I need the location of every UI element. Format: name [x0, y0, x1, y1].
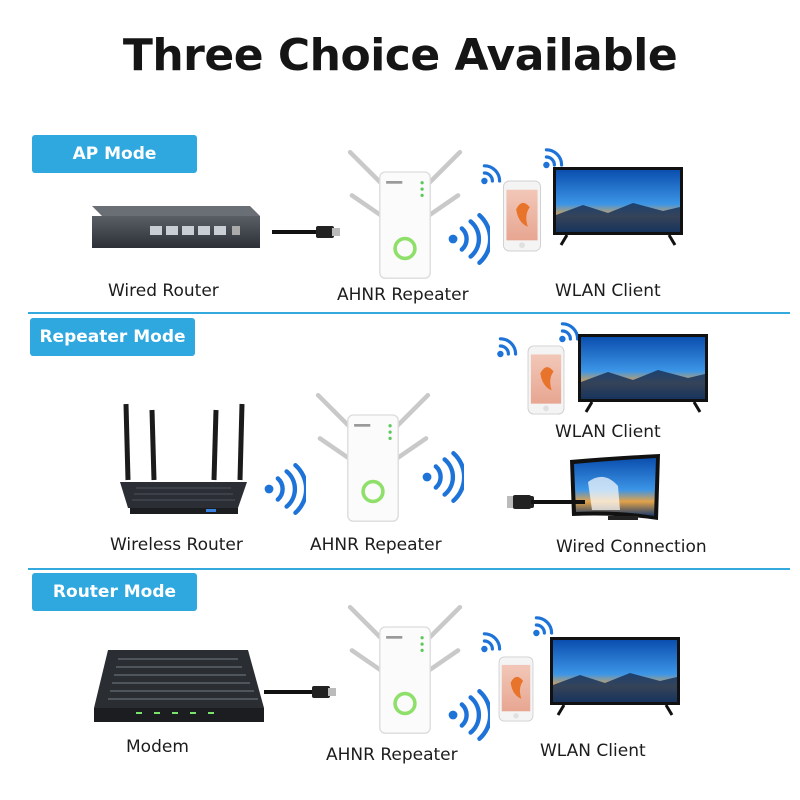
phone-icon: [496, 180, 548, 252]
label-modem: Modem: [126, 737, 189, 757]
tv-icon: [550, 636, 680, 718]
wired-router-icon: [82, 198, 352, 258]
mode-tag-router: Router Mode: [32, 573, 197, 611]
wifi-signal-icon: [262, 462, 306, 516]
curved-tv-icon: [508, 452, 668, 536]
label-wlan-client: WLAN Client: [555, 422, 661, 442]
wifi-signal-icon: [420, 450, 464, 504]
tv-icon: [553, 166, 683, 248]
section-divider: [28, 568, 790, 570]
wifi-signal-icon: [478, 628, 510, 654]
modem-icon: [88, 644, 348, 729]
wireless-router-icon: [116, 400, 251, 522]
wifi-signal-icon: [446, 688, 490, 742]
wifi-signal-icon: [530, 612, 562, 638]
label-ahnr-repeater: AHNR Repeater: [326, 745, 458, 765]
wifi-signal-icon: [446, 212, 490, 266]
phone-icon: [520, 345, 572, 415]
label-wired-router: Wired Router: [108, 281, 219, 301]
repeater-icon: [308, 388, 438, 523]
tv-icon: [578, 333, 708, 415]
label-wlan-client: WLAN Client: [555, 281, 661, 301]
phone-icon: [490, 656, 542, 722]
label-ahnr-repeater: AHNR Repeater: [337, 285, 469, 305]
label-wireless-router: Wireless Router: [110, 535, 243, 555]
label-wlan-client: WLAN Client: [540, 741, 646, 761]
ethernet-cable-icon: [505, 492, 585, 512]
mode-tag-ap: AP Mode: [32, 135, 197, 173]
mode-tag-repeater: Repeater Mode: [30, 318, 195, 356]
section-divider: [28, 312, 790, 314]
label-ahnr-repeater: AHNR Repeater: [310, 535, 442, 555]
page-title: Three Choice Available: [122, 30, 678, 81]
label-wired-connection: Wired Connection: [556, 537, 707, 557]
